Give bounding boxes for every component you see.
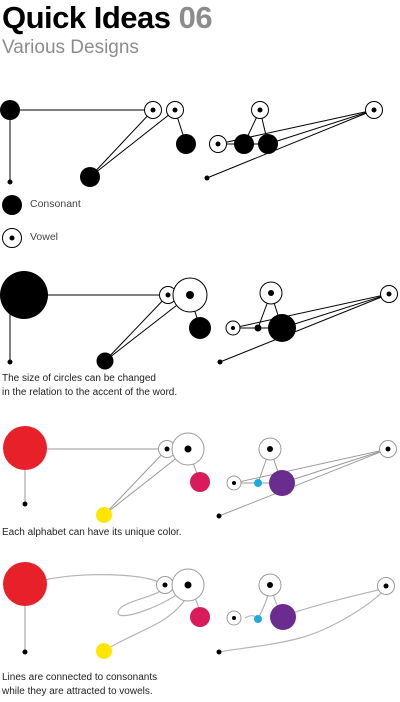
consonant-circle-purple: [269, 470, 295, 496]
legend-consonant-label: Consonant: [30, 198, 81, 210]
end-dot: [7, 359, 13, 365]
consonant-circle: [234, 134, 254, 154]
word-1-size: [0, 271, 211, 370]
curved-line: [43, 574, 190, 653]
consonant-circle-red: [3, 562, 47, 606]
vowel-dot: [385, 446, 391, 452]
legend: [2, 195, 22, 248]
vowel-dot: [267, 446, 273, 452]
connector-line: [104, 294, 169, 362]
vowel-dot: [386, 291, 392, 297]
consonant-circle-yellow: [96, 643, 112, 659]
vowel-dot: [162, 582, 168, 588]
legend-vowel-label: Vowel: [30, 231, 59, 243]
consonant-circle: [268, 314, 296, 342]
consonant-circle-large: [0, 271, 48, 319]
end-dot: [7, 179, 13, 185]
connector-line: [89, 109, 176, 178]
vowel-dot: [268, 290, 274, 296]
end-dot: [22, 649, 28, 655]
end-dot: [22, 501, 28, 507]
caption-color-line-1: Each alphabet can have its unique color.: [2, 527, 182, 538]
vowel-dot: [186, 291, 194, 299]
vowel-dot: [267, 582, 273, 588]
page-subtitle: Various Designs: [2, 37, 139, 58]
connector-line: [103, 448, 189, 516]
consonant-circle-red: [3, 426, 47, 470]
consonant-circle-cyan: [254, 479, 262, 487]
vowel-dot: [215, 141, 221, 147]
section-color: [3, 426, 397, 523]
vowel-dot: [371, 107, 377, 113]
connector-line: [281, 448, 389, 484]
section-curves: [3, 562, 395, 659]
legend-consonant-icon: [2, 195, 22, 215]
connector-line: [233, 448, 389, 484]
consonant-circle: [96, 352, 114, 370]
consonant-circle-yellow: [96, 507, 112, 523]
connector-line: [103, 448, 168, 516]
word-2-basic: [204, 101, 383, 181]
connector-line: [232, 293, 390, 329]
vowel-dot: [383, 583, 389, 589]
consonant-circle-magenta: [190, 472, 210, 492]
consonant-circle-magenta: [190, 607, 210, 627]
caption-size-line-2: in the relation to the accent of the wor…: [2, 387, 178, 398]
vowel-dot: [172, 107, 178, 113]
word-1-color: [3, 426, 210, 523]
caption-lines-line-1: Lines are connected to consonants: [2, 672, 158, 683]
connector-line: [206, 109, 375, 179]
consonant-circle: [0, 100, 20, 120]
word-1-basic: [0, 100, 196, 187]
vowel-dot: [150, 107, 156, 113]
vowel-dot: [231, 326, 235, 330]
word-1-curves: [3, 562, 210, 659]
connector-line: [267, 109, 375, 145]
connector-line: [104, 294, 191, 362]
vowel-dot: [257, 107, 263, 113]
word-2-curves: [216, 573, 395, 655]
end-dot: [204, 175, 210, 181]
section-basic: [0, 100, 383, 187]
vowel-dot: [184, 445, 192, 453]
word-2-size: [217, 281, 398, 365]
vowel-dot: [232, 481, 236, 485]
title-text: Quick Ideas: [2, 0, 171, 35]
vowel-dot: [164, 446, 170, 452]
consonant-circle-purple: [270, 604, 296, 630]
caption-size-line-1: The size of circles can be changed: [2, 373, 156, 384]
consonant-circle: [189, 317, 211, 339]
consonant-circle: [80, 167, 100, 187]
connector-line: [219, 293, 390, 363]
vowel-dot: [184, 581, 192, 589]
consonant-circle: [176, 134, 196, 154]
caption-lines-line-2: while they are attracted to vowels.: [2, 686, 153, 697]
page-title: Quick Ideas 06: [2, 0, 213, 36]
connector-line: [89, 109, 154, 178]
consonant-circle: [258, 134, 278, 154]
word-2-color: [216, 437, 397, 519]
vowel-dot: [232, 616, 236, 620]
section-size: [0, 271, 398, 370]
end-dot: [216, 649, 222, 655]
vowel-dot: [165, 292, 171, 298]
title-number: 06: [178, 0, 213, 35]
consonant-circle-cyan: [254, 615, 262, 623]
legend-vowel-dot: [9, 235, 15, 241]
connector-line: [218, 448, 389, 517]
consonant-circle-small: [254, 324, 262, 332]
end-dot: [217, 359, 223, 365]
curved-line: [218, 586, 388, 653]
end-dot: [216, 513, 222, 519]
connector-line: [281, 293, 390, 329]
header: Quick Ideas 06 Various Designs: [0, 0, 400, 60]
